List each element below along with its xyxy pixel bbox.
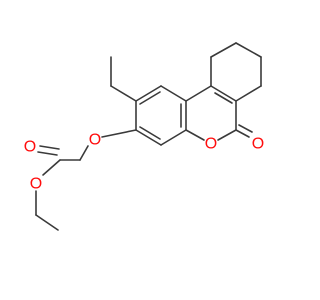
bond [37, 151, 58, 156]
atom-o-ester-carbonyl: O [24, 139, 36, 156]
oxygen-label: O [205, 136, 217, 153]
atom-o-ring: O [205, 136, 217, 153]
cyclohexene-ring-c [210, 42, 262, 102]
bond [235, 129, 250, 138]
bond [101, 129, 137, 138]
double-bond-inner [139, 91, 161, 105]
bond [35, 214, 59, 231]
bond [42, 159, 61, 176]
atom-o-ether: O [89, 132, 101, 149]
bond [160, 85, 187, 102]
bond [79, 145, 89, 161]
oxygen-label: O [89, 132, 101, 149]
oxygen-label: O [30, 176, 42, 193]
molecule-structure: O O O O O [24, 42, 264, 231]
bond [210, 42, 237, 58]
bond [185, 85, 212, 102]
aromatic-ring-a [135, 85, 187, 146]
bond [39, 145, 60, 150]
bond [210, 85, 237, 102]
bond [135, 85, 162, 102]
oxygen-label: O [252, 136, 264, 153]
bond [238, 124, 253, 133]
pyranone-ring-b [185, 85, 237, 141]
bond [235, 42, 262, 58]
lactone-carbonyl [235, 124, 253, 138]
bond [160, 129, 187, 146]
double-bond-inner [139, 126, 161, 140]
atom-o-ester: O [30, 176, 42, 193]
bond [235, 85, 262, 102]
bond [135, 129, 162, 146]
oxygen-label: O [24, 139, 36, 156]
ester-side-chain [35, 129, 137, 231]
double-bond-inner [214, 92, 233, 104]
bond [217, 129, 237, 141]
ethyl-group [110, 56, 137, 102]
bond [110, 85, 137, 102]
atom-o-carbonyl: O [252, 136, 264, 153]
bond [185, 129, 205, 141]
